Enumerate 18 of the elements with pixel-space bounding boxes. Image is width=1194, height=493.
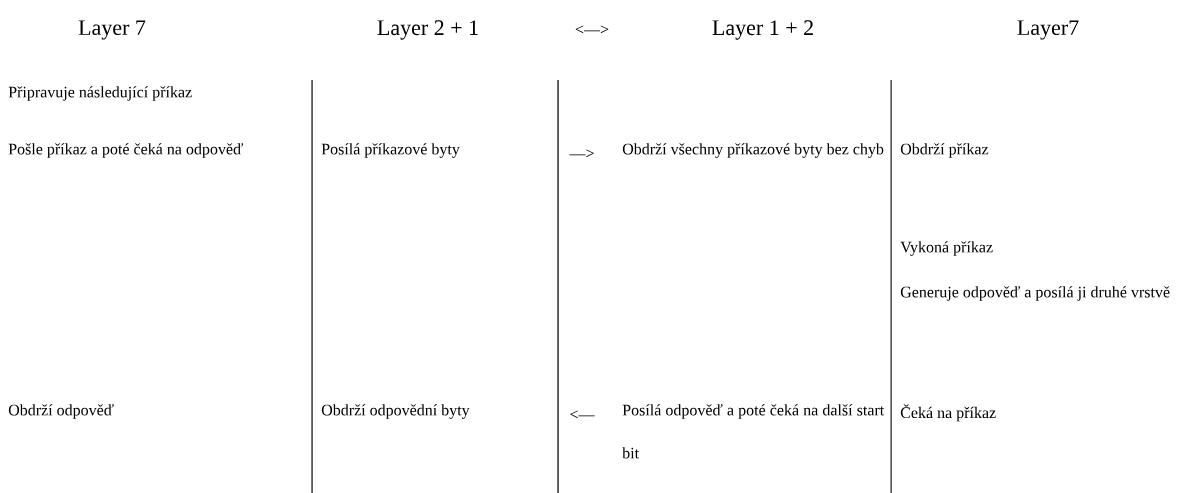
arrow-symbol: <—>	[575, 25, 609, 34]
step-text: Vykoná příkaz	[900, 241, 993, 256]
step-text: Obdrží odpověď	[8, 404, 114, 419]
step-text: Posílá příkazové byty	[321, 143, 460, 158]
step-text: Připravuje následující příkaz	[8, 86, 192, 101]
arrow-symbol: —>	[569, 149, 594, 158]
arrow-symbol: <—	[570, 410, 595, 419]
column-heading: Layer 1 + 2	[712, 20, 813, 40]
column-heading: Layer 7	[78, 20, 146, 40]
column-heading: Layer 2 + 1	[377, 20, 478, 40]
step-text: Pošle příkaz a poté čeká na odpověď	[8, 143, 244, 158]
step-text: Čeká na příkaz	[900, 404, 996, 422]
column-heading: Layer7	[1017, 20, 1079, 40]
step-text: Obdrží příkaz	[900, 143, 989, 158]
step-text: Generuje odpověď a posílá ji druhé vrstvě	[900, 286, 1170, 301]
step-text: Obdrží odpovědní byty	[321, 404, 470, 419]
step-text: Posílá odpověď a poté čeká na další start bit	[622, 404, 885, 459]
step-text: Obdrží všechny příkazové byty bez chyb	[622, 143, 884, 158]
